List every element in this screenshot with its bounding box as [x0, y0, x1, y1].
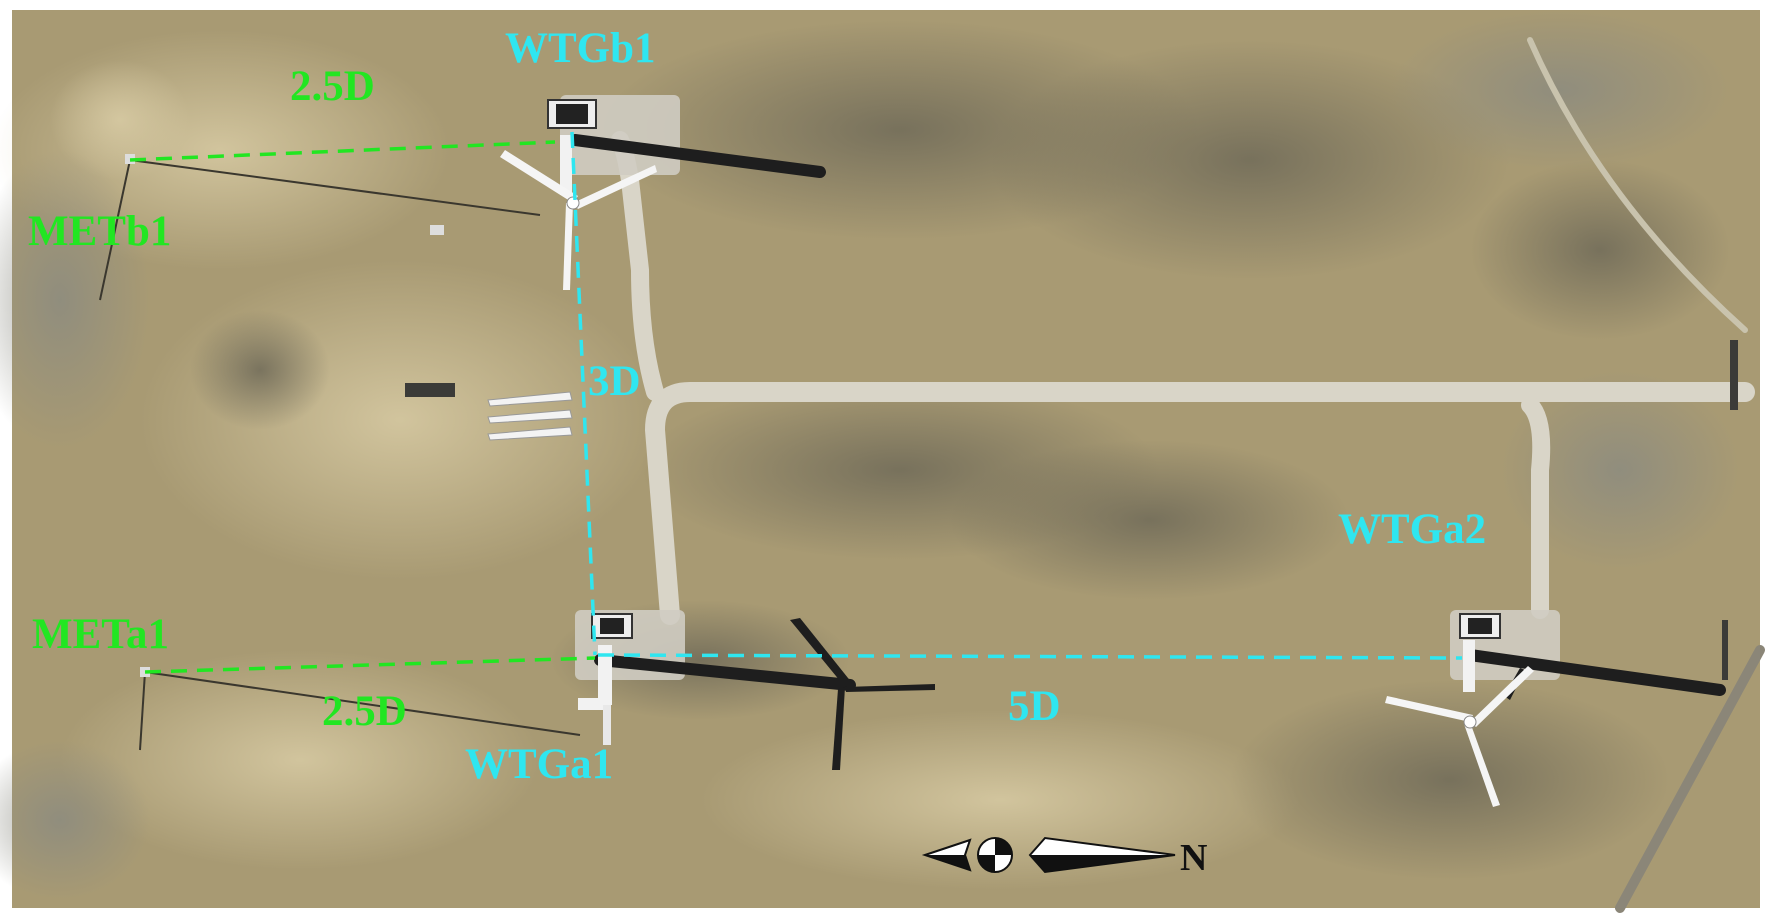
label-wtga1: WTGa1 [465, 741, 613, 788]
rotor-shadow-wtga1 [790, 618, 935, 770]
north-label: N [1180, 837, 1207, 879]
dist-line-b-green [129, 140, 556, 162]
label-wtga2: WTGa2 [1338, 506, 1486, 553]
spare-blades [487, 391, 573, 441]
label-5d: 5D [1008, 683, 1061, 730]
label-metb1: METb1 [28, 208, 171, 255]
label-3d: 3D [588, 358, 641, 405]
label-meta1: METa1 [32, 611, 169, 658]
labels: WTGb1 2.5D METb1 3D WTGa2 METa1 2.5D 5D … [28, 25, 1486, 788]
dist-line-a-green [144, 656, 596, 674]
turbine-wtga2 [1385, 613, 1534, 807]
met-tower-lines [99, 159, 581, 751]
turbine-shadows [569, 134, 1726, 696]
label-wtgb1: WTGb1 [505, 25, 656, 72]
terrain-texture [0, 10, 1740, 900]
north-arrow-icon: N [921, 836, 1207, 879]
turbine-wtgb1 [500, 99, 657, 290]
distance-lines [129, 131, 1463, 674]
label-dist-b: 2.5D [290, 63, 375, 110]
dist-line-3d-cyan [570, 131, 597, 656]
dist-line-5d-cyan [597, 653, 1463, 660]
label-dist-a: 2.5D [322, 688, 407, 735]
